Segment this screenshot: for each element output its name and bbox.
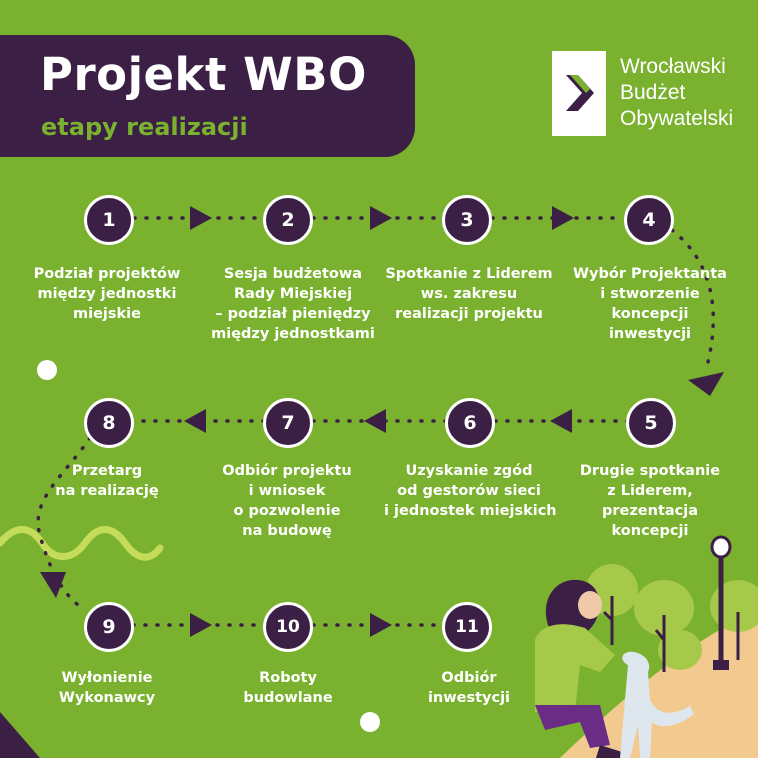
step-2-badge: 2 (263, 195, 313, 245)
connector-arrows (40, 206, 724, 637)
arrow-down-icon (40, 572, 66, 598)
step-4-badge: 4 (624, 195, 674, 245)
label-line: Odbiór projektu (222, 463, 352, 479)
label-line: – podział pieniędzy (215, 306, 371, 322)
logo-line: Obywatelski (620, 107, 734, 130)
label-line: Roboty (259, 670, 317, 686)
step-5-label: Drugie spotkanie z Liderem, prezentacja … (565, 461, 735, 541)
label-line: i jednostek miejskich (384, 503, 557, 519)
label-line: inwestycji (427, 690, 511, 706)
logo-line: Budżet (620, 81, 686, 104)
arrow-right-icon (190, 613, 212, 637)
arrow-right-icon (370, 613, 392, 637)
step-1-label: Podział projektów między jednostki miejs… (22, 264, 192, 324)
label-line: realizacji projektu (395, 306, 543, 322)
page-subtitle: etapy realizacji (41, 113, 248, 141)
park-illustration (535, 535, 758, 758)
label-line: Rady Miejskiej (233, 286, 353, 302)
step-1-badge: 1 (84, 195, 134, 245)
label-line: miejskie (73, 306, 141, 322)
arrow-right-icon (190, 206, 212, 230)
step-4-label: Wybór Projektanta i stworzenie koncepcji… (565, 264, 735, 344)
label-line: inwestycji (608, 326, 692, 342)
logo-wordmark: Wrocławski Budżet Obywatelski (620, 54, 733, 132)
label-line: Odbiór (441, 670, 497, 686)
arrow-right-icon (552, 206, 574, 230)
label-line: Przetarg (71, 463, 143, 479)
label-line: Podział projektów (33, 266, 181, 282)
decor-dot (37, 360, 57, 380)
label-line: między jednostki (37, 286, 177, 302)
step-5-badge: 5 (626, 398, 676, 448)
arrow-left-icon (184, 409, 206, 433)
label-line: o pozwolenie (233, 503, 341, 519)
label-line: koncepcji (611, 523, 689, 539)
label-line: prezentacja (601, 503, 699, 519)
logo-line: Wrocławski (620, 55, 726, 78)
label-line: od gestorów sieci (397, 483, 541, 499)
step-8-badge: 8 (84, 398, 134, 448)
label-line: ws. zakresu (420, 286, 518, 302)
step-10-label: Roboty budowlane (203, 668, 373, 708)
decor-dot (360, 712, 380, 732)
decor-triangle (0, 712, 40, 758)
step-7-label: Odbiór projektu i wniosek o pozwolenie n… (202, 461, 372, 541)
label-line: Sesja budżetowa (223, 266, 363, 282)
step-3-badge: 3 (442, 195, 492, 245)
arrow-left-icon (364, 409, 386, 433)
decor-wave (0, 526, 164, 561)
step-10-badge: 10 (263, 602, 313, 652)
label-line: i wniosek (248, 483, 326, 499)
label-line: i stworzenie (600, 286, 700, 302)
label-line: Spotkanie z Liderem (385, 266, 553, 282)
label-line: Wyłonienie (61, 670, 153, 686)
label-line: Wykonawcy (58, 690, 156, 706)
arrow-right-icon (370, 206, 392, 230)
chevron-right-icon (566, 75, 594, 111)
label-line: koncepcji (611, 306, 689, 322)
label-line: budowlane (243, 690, 333, 706)
step-7-badge: 7 (263, 398, 313, 448)
title-banner (0, 35, 415, 157)
step-6-badge: 6 (445, 398, 495, 448)
arrow-down-icon (688, 372, 724, 396)
label-line: między jednostkami (211, 326, 375, 342)
label-line: Drugie spotkanie (579, 463, 721, 479)
step-9-badge: 9 (84, 602, 134, 652)
step-8-label: Przetarg na realizację (22, 461, 192, 501)
label-line: Uzyskanie zgód (405, 463, 533, 479)
page-title: Projekt WBO (40, 48, 367, 101)
label-line: na realizację (55, 483, 159, 499)
connector-row-1 (36, 216, 716, 627)
label-line: Wybór Projektanta (573, 266, 727, 282)
label-line: na budowę (242, 523, 332, 539)
step-2-label: Sesja budżetowa Rady Miejskiej – podział… (208, 264, 378, 344)
logo-mark (552, 51, 606, 136)
step-6-label: Uzyskanie zgód od gestorów sieci i jedno… (384, 461, 557, 521)
label-line: z Liderem, (607, 483, 693, 499)
step-3-label: Spotkanie z Liderem ws. zakresu realizac… (384, 264, 554, 324)
step-11-label: Odbiór inwestycji (384, 668, 554, 708)
step-11-badge: 11 (442, 602, 492, 652)
arrow-left-icon (550, 409, 572, 433)
step-9-label: Wyłonienie Wykonawcy (22, 668, 192, 708)
